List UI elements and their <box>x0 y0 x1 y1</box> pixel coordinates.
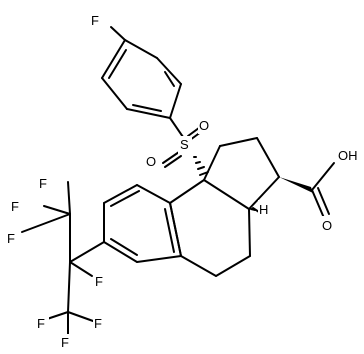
bond <box>43 205 71 215</box>
bond <box>103 241 138 263</box>
bond <box>203 179 250 210</box>
atom-label-fluorine: F <box>11 199 19 214</box>
bond <box>69 261 93 277</box>
bond <box>103 184 138 204</box>
atom-label-fluorine: F <box>95 274 103 289</box>
bond <box>108 49 127 79</box>
bond <box>203 145 221 181</box>
bond <box>110 238 138 256</box>
bond <box>110 190 140 207</box>
bond <box>317 187 330 215</box>
bond <box>180 255 217 277</box>
atom-label-hydroxyl: OH <box>338 148 358 163</box>
atom-label-oxygen: O <box>322 218 332 233</box>
bonds <box>21 26 335 339</box>
bond <box>67 261 71 313</box>
bond <box>169 179 205 204</box>
bond <box>311 189 325 219</box>
bond <box>67 181 71 215</box>
bond <box>110 26 126 41</box>
atom-label-oxygen: O <box>199 118 209 133</box>
hashed-wedge-bond <box>193 156 209 176</box>
bond <box>136 184 171 204</box>
bond <box>69 241 105 263</box>
bond <box>101 77 128 110</box>
bond <box>132 104 162 112</box>
bond <box>169 83 182 119</box>
bond <box>164 71 175 87</box>
atom-labels: F S O O H OH O F F F F F F F <box>6 13 360 352</box>
bond <box>164 208 175 253</box>
atom-label-sulfur: S <box>180 137 189 152</box>
atom-label-fluorine: F <box>61 335 69 350</box>
atom-label-hydrogen: H <box>259 202 268 217</box>
bond <box>248 208 251 257</box>
atom-label-fluorine: F <box>7 231 15 246</box>
bond <box>248 176 280 210</box>
atom-label-fluorine: F <box>94 316 102 331</box>
bond <box>219 137 258 147</box>
bond <box>101 39 126 79</box>
atom-label-fluorine: F <box>39 176 47 191</box>
bond <box>136 255 182 263</box>
bond <box>124 39 158 59</box>
bond <box>164 155 182 168</box>
bond <box>311 162 335 191</box>
bond <box>126 108 171 119</box>
hashed-wedge-bond <box>250 207 260 213</box>
atom-label-oxygen: O <box>146 154 156 169</box>
atom-label-fluorine: F <box>91 13 99 28</box>
bond <box>169 202 182 257</box>
bond <box>156 57 182 85</box>
bond <box>256 137 280 178</box>
bond <box>162 151 180 164</box>
bond <box>169 117 184 138</box>
atom-label-fluorine: F <box>37 316 45 331</box>
wedge-bond <box>279 177 313 193</box>
bond <box>21 213 71 233</box>
bond <box>67 311 94 322</box>
bond <box>215 255 251 277</box>
